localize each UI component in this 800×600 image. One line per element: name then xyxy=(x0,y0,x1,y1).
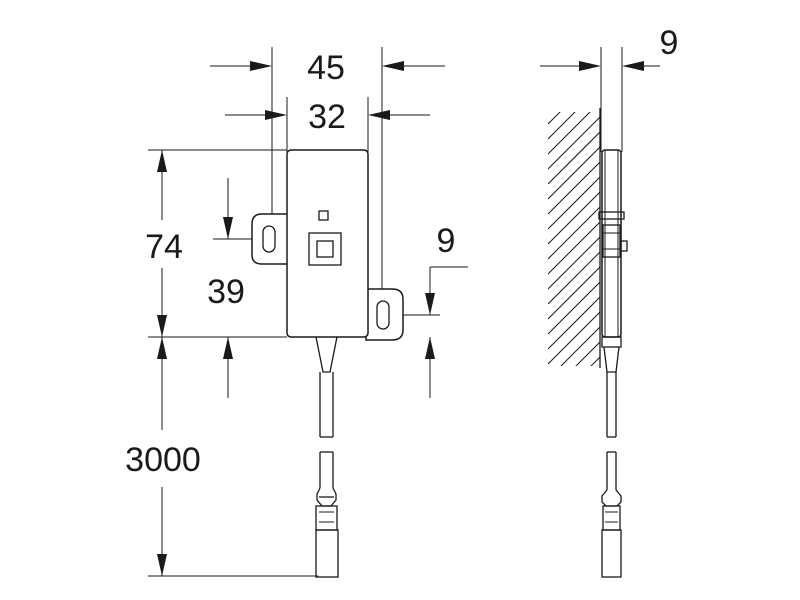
dimension-width-outer: 45 xyxy=(210,47,445,300)
socket-outer xyxy=(308,232,342,266)
socket-inner xyxy=(316,240,334,258)
dim-label-39: 39 xyxy=(207,273,245,311)
slot-hole-right xyxy=(376,300,390,330)
dimension-height-total: 74 xyxy=(145,149,287,338)
dimension-height-mount: 39 xyxy=(207,178,272,398)
dim-label-74: 74 xyxy=(145,228,183,266)
strain-relief xyxy=(315,336,338,373)
side-view: 9 xyxy=(540,24,678,578)
mounting-tab-right xyxy=(365,288,404,341)
dim-label-9-wall: 9 xyxy=(660,24,679,62)
receiver-housing xyxy=(286,149,369,338)
slot-hole-left xyxy=(262,225,276,253)
front-view: 45 32 74 39 xyxy=(125,47,468,578)
cable-lower-connector xyxy=(315,451,339,578)
dim-label-9-offset: 9 xyxy=(437,222,456,260)
mounting-tab-left xyxy=(251,213,290,265)
dimension-width-inner: 32 xyxy=(225,97,430,152)
side-cable xyxy=(601,346,622,578)
housing-side-profile xyxy=(598,149,628,348)
dimension-wall-gap: 9 xyxy=(540,24,678,152)
dim-label-45: 45 xyxy=(307,49,345,87)
dimension-cable-length: 3000 xyxy=(125,337,318,577)
plug-body xyxy=(315,529,339,578)
dim-label-32: 32 xyxy=(308,98,346,136)
cable-upper xyxy=(319,372,334,438)
side-mount-bracket xyxy=(602,224,621,258)
dimension-hole-offset: 9 xyxy=(395,222,468,398)
dim-label-3000: 3000 xyxy=(125,441,201,479)
wall-hatching xyxy=(548,112,600,366)
side-plug-body xyxy=(601,529,622,578)
indicator-square xyxy=(318,210,329,221)
